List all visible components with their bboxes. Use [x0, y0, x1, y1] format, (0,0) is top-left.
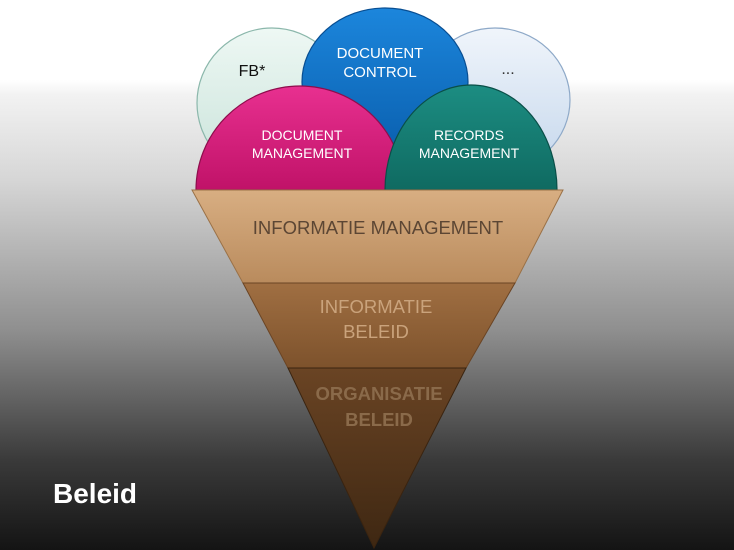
scoop-document-management-line1: DOCUMENT	[262, 127, 343, 143]
cone-layer-organisatie-beleid: ORGANISATIE BELEID	[287, 367, 467, 550]
slide-caption: Beleid	[53, 478, 138, 509]
scoop-records-management-line2: MANAGEMENT	[419, 145, 520, 161]
scoop-records-management-line1: RECORDS	[434, 127, 504, 143]
scoop-more-label: ...	[501, 61, 514, 78]
cone-layer-informatie-beleid: INFORMATIE BELEID	[242, 282, 516, 369]
scoop-fb-label: FB*	[239, 63, 266, 80]
scoop-document-management-line2: MANAGEMENT	[252, 145, 353, 161]
scoop-document-control-line1: DOCUMENT	[337, 45, 424, 62]
cone-layer-informatie-management: INFORMATIE MANAGEMENT	[191, 189, 564, 284]
scoop-document-control-line2: CONTROL	[343, 64, 416, 81]
cone-layer-informatie-beleid-line1: INFORMATIE	[320, 296, 433, 317]
cone-layer-informatie-management-label: INFORMATIE MANAGEMENT	[253, 217, 503, 238]
cone-layer-organisatie-beleid-line1: ORGANISATIE	[315, 383, 442, 404]
cone-layer-organisatie-beleid-line2: BELEID	[345, 409, 413, 430]
scoop-records-management: RECORDS MANAGEMENT	[384, 84, 558, 191]
cone-layer-informatie-beleid-line2: BELEID	[343, 321, 409, 342]
